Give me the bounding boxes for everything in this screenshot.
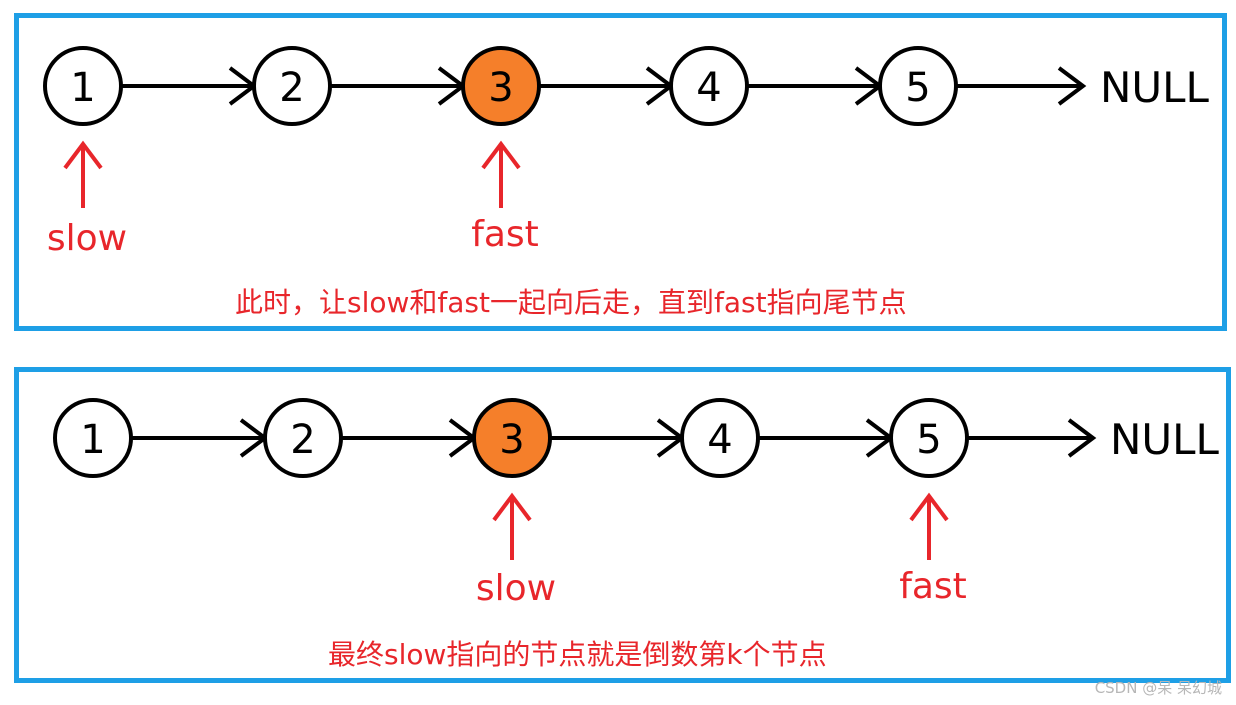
list-node: 4 [680,398,760,478]
node-circle [43,46,123,126]
node-circle [252,46,332,126]
null-arrow-head [1057,66,1087,106]
pointer-slow: slow [476,492,556,609]
node-label: 1 [80,417,105,463]
pointer-arrow-head [492,492,532,522]
top-panel [14,13,1227,331]
pointer-label: fast [471,214,539,255]
panel2-caption: 最终slow指向的节点就是倒数第k个节点 [328,638,827,671]
node-label: 3 [488,65,513,111]
list-node: 1 [53,398,133,478]
pointer-label: slow [47,218,127,259]
node-label: 2 [290,417,315,463]
pointer-arrow-head [909,492,949,522]
node-label: 5 [905,65,930,111]
watermark: CSDN @呆 呆幻城 [1094,679,1222,697]
pointer-fast: fast [471,140,539,255]
pointer-label: fast [899,566,967,607]
node-circle [889,398,969,478]
list-node: 4 [669,46,749,126]
pointer-arrow-head [63,140,103,170]
list-node: 2 [252,46,332,126]
node-circle [53,398,133,478]
list-node: 5 [889,398,969,478]
null-arrow-head [1067,418,1097,458]
node-label: 1 [70,65,95,111]
node-label: 4 [696,65,721,111]
node-circle [263,398,343,478]
panel1-linked-list: NULL 1 2 3 4 5 slow fast [43,46,1210,259]
pointer-label: slow [476,568,556,609]
node-circle [472,398,552,478]
bottom-panel [14,367,1231,683]
null-label: NULL [1110,415,1220,464]
panel2-linked-list: NULL 1 2 3 4 5 slow fast [53,398,1220,609]
list-node: 1 [43,46,123,126]
panel1-caption: 此时，让slow和fast一起向后走，直到fast指向尾节点 [235,286,907,319]
list-node: 2 [263,398,343,478]
list-node: 3 [461,46,541,126]
node-circle [680,398,760,478]
null-label: NULL [1100,63,1210,112]
node-label: 4 [707,417,732,463]
node-circle [461,46,541,126]
pointer-slow: slow [47,140,127,259]
pointer-fast: fast [899,492,967,607]
node-circle [878,46,958,126]
list-node: 3 [472,398,552,478]
node-label: 2 [279,65,304,111]
list-node: 5 [878,46,958,126]
node-circle [669,46,749,126]
pointer-arrow-head [481,140,521,170]
node-label: 3 [499,417,524,463]
node-label: 5 [916,417,941,463]
